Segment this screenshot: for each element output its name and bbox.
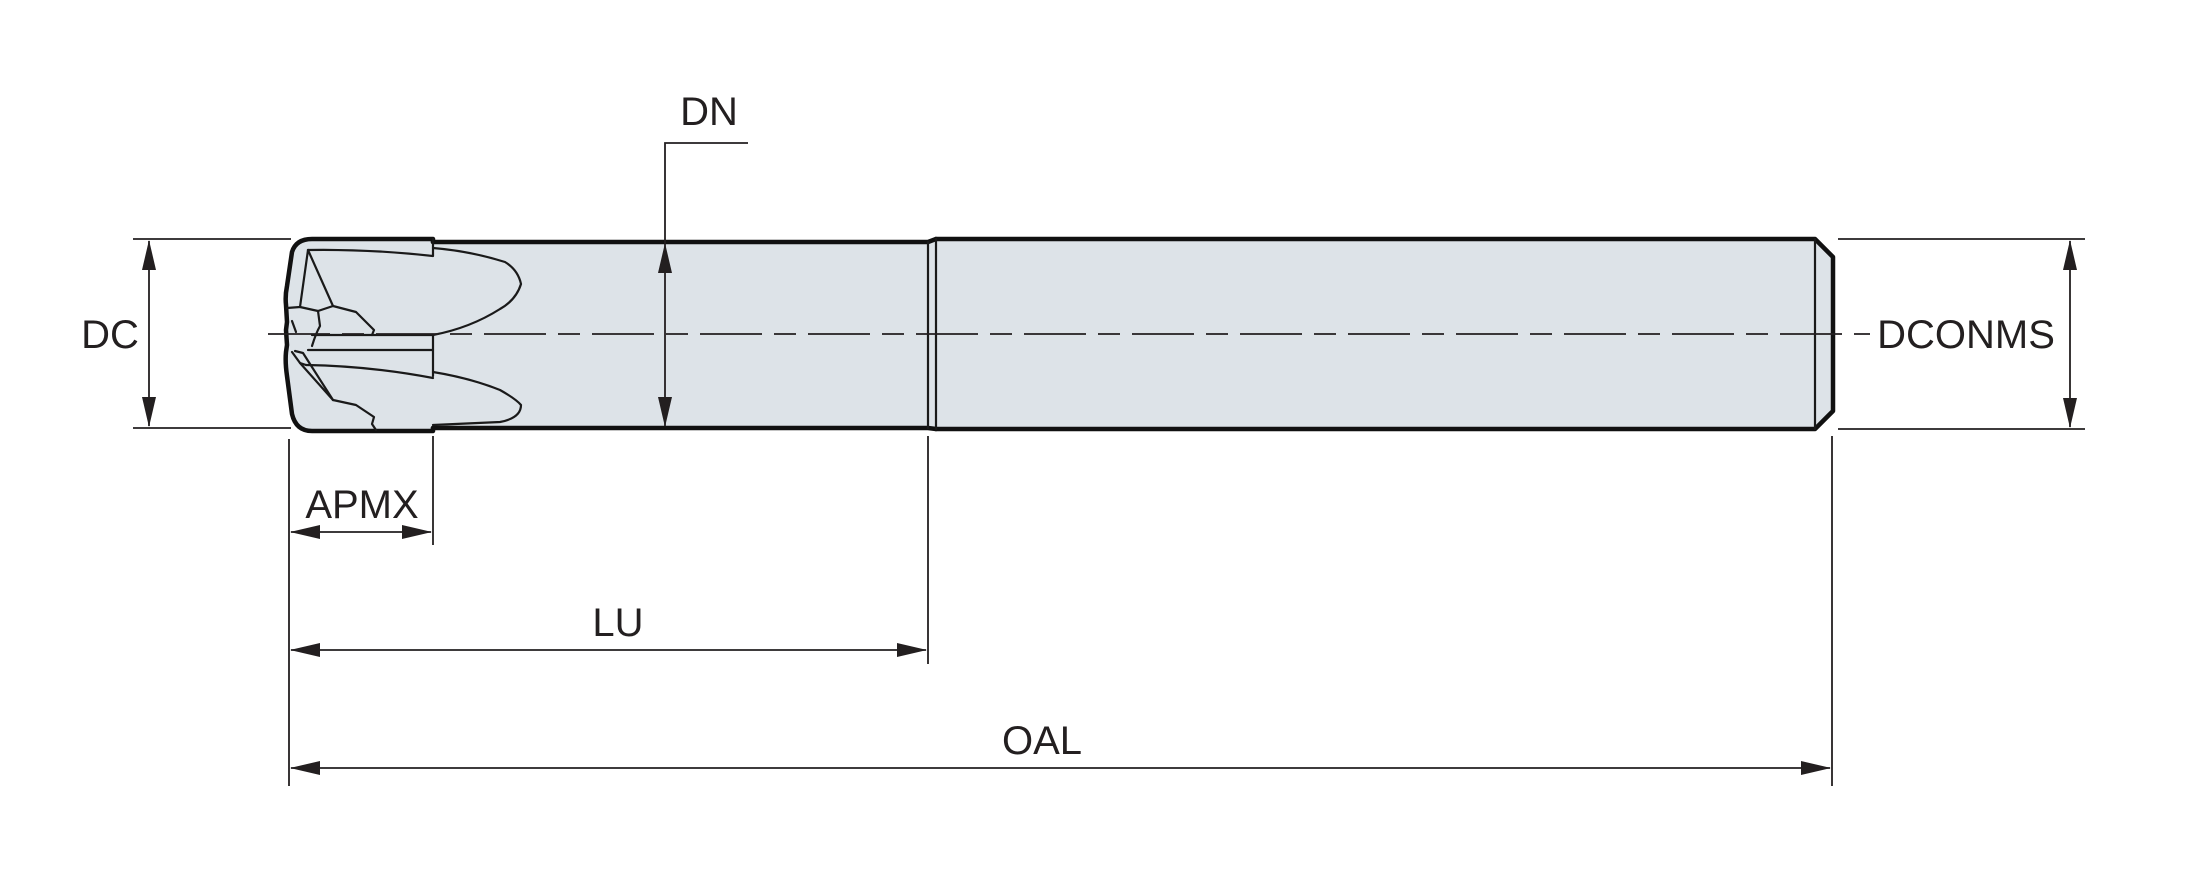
lu-dimension: LU bbox=[290, 601, 927, 657]
dn-dimension: DN bbox=[658, 90, 748, 427]
apmx-dimension: APMX bbox=[290, 483, 432, 539]
flute-details bbox=[285, 237, 523, 432]
oal-label: OAL bbox=[1002, 719, 1082, 763]
dn-leader-line bbox=[664, 142, 748, 244]
dc-dimension: DC bbox=[81, 240, 156, 427]
neck-top-edge bbox=[430, 236, 939, 245]
lu-label: LU bbox=[592, 601, 643, 645]
extension-lines bbox=[133, 238, 2085, 786]
tool-neck bbox=[312, 240, 928, 430]
cutting-head-outline bbox=[283, 236, 436, 434]
dconms-label: DCONMS bbox=[1877, 313, 2055, 357]
dc-label: DC bbox=[81, 313, 139, 357]
oal-dimension: OAL bbox=[290, 719, 1831, 775]
dn-label: DN bbox=[680, 90, 738, 134]
neck-bottom-edge bbox=[430, 425, 939, 432]
dconms-dimension: DCONMS bbox=[1877, 240, 2077, 428]
apmx-label: APMX bbox=[305, 483, 418, 527]
